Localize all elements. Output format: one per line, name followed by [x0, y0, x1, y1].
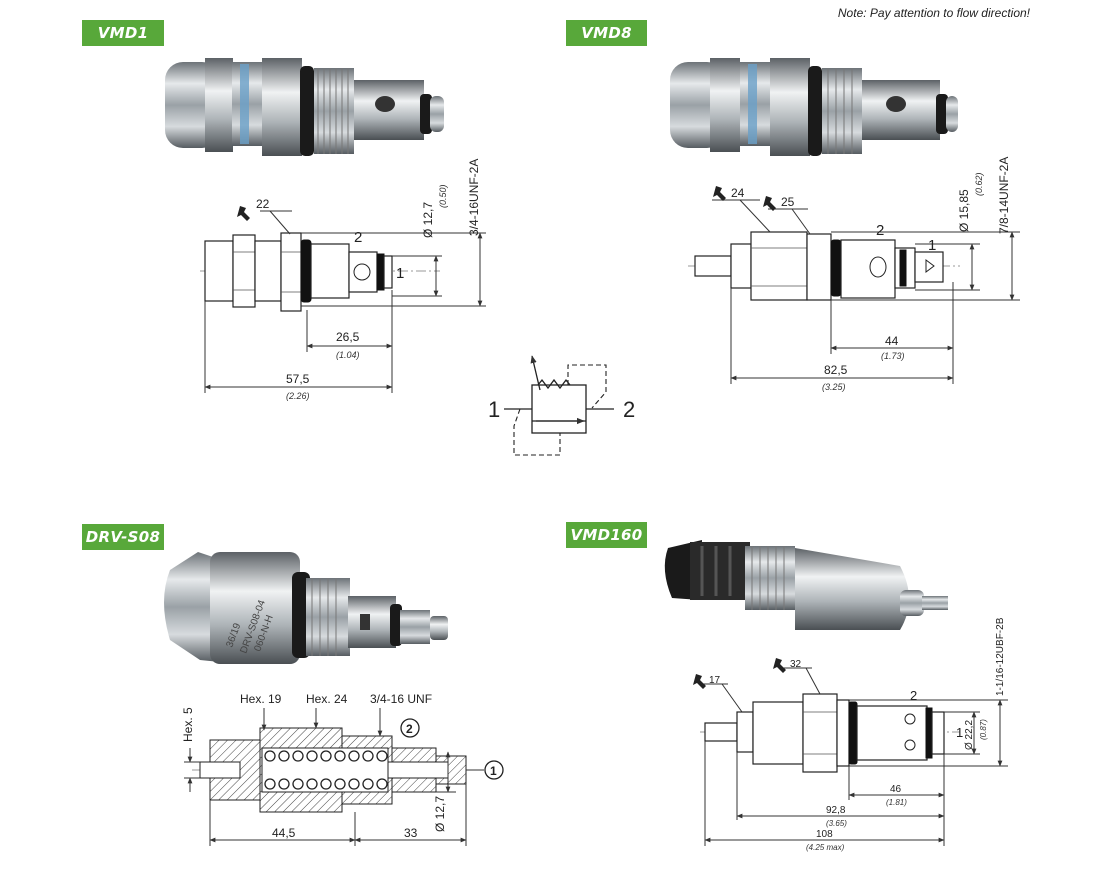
drv-s08-photo	[164, 552, 448, 664]
vmd1-port-2: 2	[354, 229, 362, 246]
vmd160-wrench-b: 32	[790, 659, 802, 670]
wrench-icon	[237, 206, 250, 221]
drv-port-1: 1	[490, 764, 497, 778]
vmd160-port-1: 1	[956, 725, 963, 740]
vmd1-photo	[165, 58, 444, 156]
drv-length-a: 44,5	[272, 826, 296, 840]
vmd1-wrench-size: 22	[256, 197, 270, 211]
drv-s08-label: DRV-S08	[82, 524, 164, 550]
drv-length-b: 33	[404, 826, 418, 840]
vmd1-diameter-in: (0.50)	[438, 184, 448, 208]
vmd8-diameter: Ø 15,85	[957, 189, 971, 232]
drv-thread: 3/4-16 UNF	[370, 692, 432, 706]
wrench-icon	[693, 674, 706, 689]
drv-hex-24: Hex. 24	[306, 692, 348, 706]
vmd1-length-total-in: (2.26)	[286, 391, 310, 401]
vmd8-length-total-in: (3.25)	[822, 382, 846, 392]
drv-hex-19: Hex. 19	[240, 692, 282, 706]
port-2-circle	[400, 718, 420, 738]
vmd160-length-b-in: (3.65)	[826, 819, 847, 828]
vmd160-label: VMD160	[566, 522, 647, 548]
wrench-icon	[713, 186, 726, 201]
vmd1-drawing	[200, 206, 486, 393]
vmd160-length-b: 92,8	[826, 805, 846, 816]
vmd8-length-total: 82,5	[824, 363, 848, 377]
vmd160-port-2: 2	[910, 688, 917, 703]
vmd160-thread: 1-1/16-12UBF-2B	[995, 617, 1006, 696]
vmd8-wrench-a: 24	[731, 186, 745, 200]
vmd160-length-c-in: (4.25 max)	[806, 843, 845, 852]
wrench-icon	[763, 196, 776, 211]
vmd8-length-short-in: (1.73)	[881, 351, 905, 361]
vmd8-label: VMD8	[566, 20, 647, 46]
vmd1-length-short-in: (1.04)	[336, 350, 360, 360]
vmd8-thread: 7/8-14UNF-2A	[997, 157, 1011, 234]
symbol-port-2: 2	[623, 397, 635, 422]
port-1-circle	[484, 760, 504, 780]
vmd1-length-short: 26,5	[336, 330, 360, 344]
vmd160-diameter: Ø 22,2	[964, 720, 975, 750]
vmd160-length-c: 108	[816, 829, 833, 840]
vmd8-wrench-b: 25	[781, 195, 795, 209]
vmd1-thread: 3/4-16UNF-2A	[467, 159, 481, 236]
symbol-port-1: 1	[488, 397, 500, 422]
vmd8-diameter-in: (0.62)	[974, 172, 984, 196]
drv-hex-5: Hex. 5	[181, 707, 195, 742]
vmd1-port-1: 1	[396, 265, 404, 282]
relief-valve-symbol	[504, 355, 614, 456]
vmd160-length-a-in: (1.81)	[886, 798, 907, 807]
vmd8-drawing	[688, 186, 1020, 384]
vmd160-diameter-in: (0.87)	[979, 719, 988, 740]
vmd160-photo	[664, 540, 948, 630]
vmd1-label: VMD1	[82, 20, 164, 46]
drv-port-2: 2	[406, 722, 413, 736]
vmd8-photo	[670, 58, 958, 156]
vmd8-port-1: 1	[928, 237, 936, 254]
vmd160-wrench-a: 17	[709, 675, 721, 686]
vmd160-drawing	[693, 658, 1008, 846]
flow-direction-note: Note: Pay attention to flow direction!	[837, 6, 1030, 20]
wrench-icon	[773, 658, 786, 673]
vmd1-diameter: Ø 12,7	[421, 202, 435, 238]
drv-s08-section	[184, 708, 504, 846]
vmd8-length-short: 44	[885, 334, 899, 348]
vmd8-port-2: 2	[876, 222, 884, 239]
vmd160-length-a: 46	[890, 784, 902, 795]
drv-diameter: Ø 12,7	[433, 796, 447, 832]
vmd1-length-total: 57,5	[286, 372, 310, 386]
